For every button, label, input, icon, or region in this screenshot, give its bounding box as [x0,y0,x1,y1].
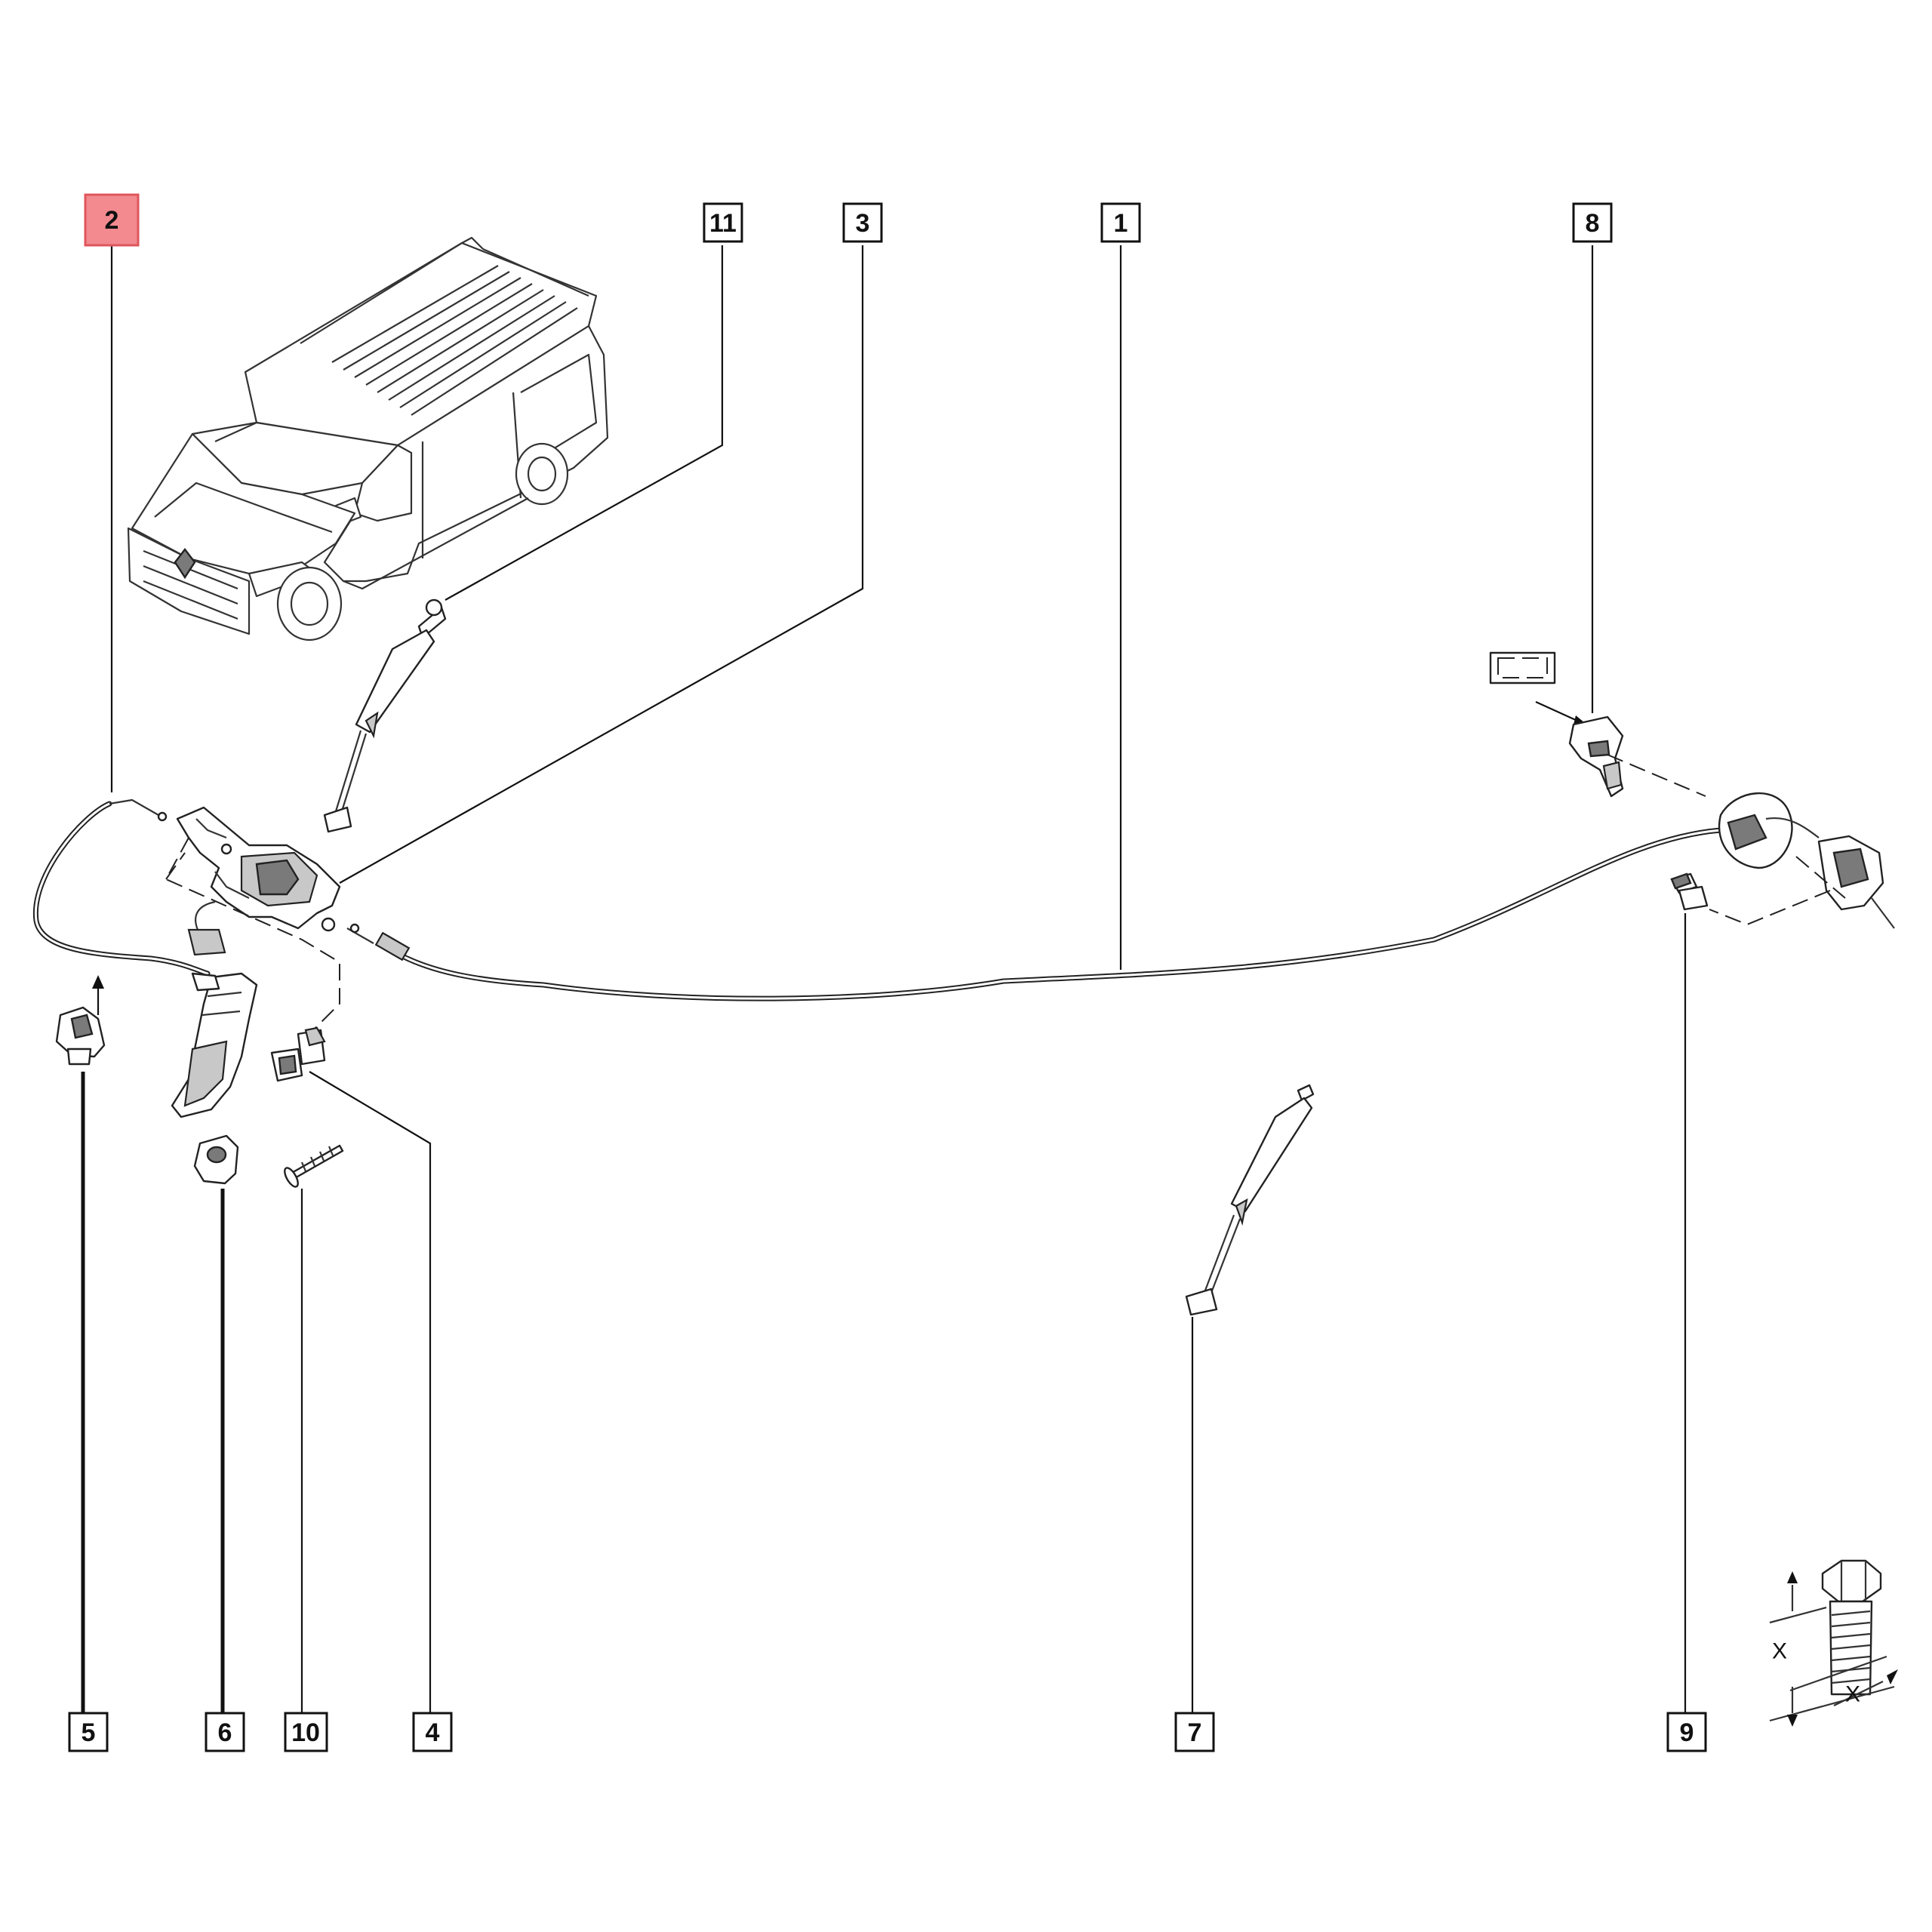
gas-strut-icon [1185,1084,1315,1316]
clip-icon [193,1134,239,1185]
van-icon [127,236,609,641]
clip-icon [55,1006,106,1066]
callout-label: 5 [82,1718,96,1747]
callout-3[interactable]: 3 [842,202,883,243]
callout-label: 6 [218,1718,232,1747]
callout-label: 3 [856,209,870,238]
torque-detail: X X [1769,1559,1898,1727]
callout-label: 4 [426,1718,440,1747]
hood-release-cable [346,827,1724,1001]
callout-10[interactable]: 10 [284,1712,328,1752]
callout-6[interactable]: 6 [205,1712,245,1752]
callout-label: 1 [1114,209,1128,238]
leader-lines [81,245,1687,1713]
callout-2[interactable]: 2 [84,193,140,247]
hood-latch-icon [176,806,360,956]
callout-1[interactable]: 1 [1100,202,1141,243]
hood-latch-icon [1489,651,1895,929]
callout-label: 10 [291,1718,320,1747]
callout-label: 7 [1188,1718,1202,1747]
callout-8[interactable]: 8 [1572,202,1613,243]
callout-7[interactable]: 7 [1174,1712,1215,1752]
callout-5[interactable]: 5 [68,1712,109,1752]
arrow-head [92,975,104,989]
callout-label: 8 [1586,209,1600,238]
assembly-line [165,837,340,1031]
assembly-line [165,852,186,880]
callout-11[interactable]: 11 [703,202,743,243]
callout-4[interactable]: 4 [412,1712,453,1752]
callout-label: 11 [709,209,737,238]
gas-strut-icon [323,598,447,833]
bolt-icon [270,1026,326,1082]
dimension-x-label: X [1772,1639,1787,1664]
bolt-icon [1670,872,1709,911]
callout-9[interactable]: 9 [1666,1712,1707,1752]
dimension-x-label: X [1845,1682,1860,1707]
secondary-release-cable [32,798,211,977]
release-handle-icon [171,972,258,1118]
screw-icon [284,1144,344,1188]
callout-label: 2 [105,206,119,235]
callout-label: 9 [1680,1718,1694,1747]
